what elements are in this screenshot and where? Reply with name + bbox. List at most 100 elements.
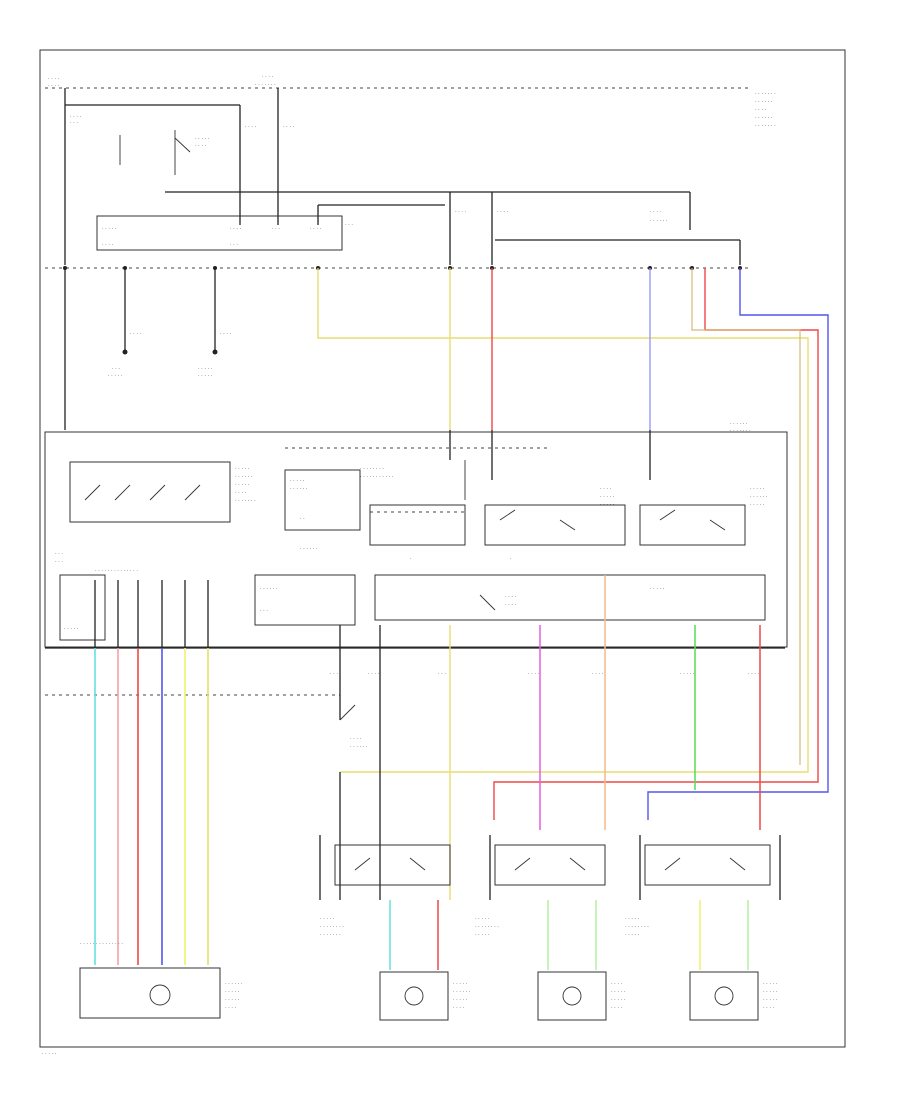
door-motor-wires [389, 900, 749, 970]
svg-text:· · · ·: · · · · [600, 486, 612, 492]
svg-text:· · · ·: · · · · [220, 331, 232, 337]
svg-text:· · · ·: · · · · [528, 671, 540, 677]
svg-text:· · · ·: · · · · [748, 671, 760, 677]
svg-text:· · · ·: · · · · [650, 209, 662, 215]
svg-text:· · · · ·: · · · · · [64, 626, 79, 632]
svg-text:· · · · ·: · · · · · [453, 997, 468, 1003]
svg-text:· · · · · · ·: · · · · · · · [730, 428, 751, 434]
svg-text:· · · · · · ·: · · · · · · · [320, 932, 341, 938]
motor-symbol-icon [149, 984, 171, 1006]
svg-text:· · · · ·: · · · · · [600, 502, 615, 508]
svg-text:· · · · · · ·: · · · · · · · [255, 82, 276, 88]
svg-text:· · · ·: · · · · [48, 76, 60, 82]
svg-text:· · ·: · · · [438, 671, 446, 677]
svg-text:· · · · ·: · · · · · [750, 486, 765, 492]
svg-text:· · · · · ·: · · · · · · [650, 218, 668, 224]
svg-text:· · · ·: · · · · [763, 1005, 775, 1011]
switch-wires: · · · · · · · · · · · · · · · · · · · · … [330, 430, 761, 900]
svg-text:· · · ·: · · · · [70, 114, 82, 120]
svg-text:· · · · ·: · · · · · [625, 916, 640, 922]
svg-text:· · · · ·: · · · · · [600, 494, 615, 500]
svg-text:· · · · · ·: · · · · · · [260, 586, 278, 592]
svg-text:· · · ·: · · · · [505, 602, 517, 608]
svg-text:· · · ·: · · · · [455, 209, 467, 215]
svg-text:· · ·: · · · [70, 120, 78, 126]
svg-text:· ·: · · [300, 516, 305, 522]
svg-text:· · · · · · · ·: · · · · · · · · [475, 924, 499, 930]
svg-text:· · ·: · · · [230, 242, 238, 248]
svg-text:· · · · ·: · · · · · [235, 482, 250, 488]
svg-text:· · · · ·: · · · · · [225, 989, 240, 995]
svg-text:· · · · · ·: · · · · · · [225, 981, 243, 987]
svg-text:· · · ·: · · · · [755, 107, 767, 113]
svg-text:· · · ·: · · · · [453, 1005, 465, 1011]
svg-text:· · · · ·: · · · · · [198, 373, 213, 379]
top-fuse-section: · · · · · · · · · · · · · · · · · · · · … [45, 74, 776, 265]
svg-text:· · ·: · · · [112, 366, 120, 372]
svg-text:· · · ·: · · · · [611, 1005, 623, 1011]
driver-window-motor: · · · · · · · · · · · · · · · · · · · · … [79, 941, 243, 1019]
door-switches: · · · · · · · · · · · · · · · · · · · · … [319, 835, 781, 938]
svg-text:· · · · · · · · · · · · · ·: · · · · · · · · · · · · · · [95, 568, 138, 574]
svg-text:· · · · · · · · · · ·: · · · · · · · · · · · [360, 474, 394, 480]
motor-symbol-icon [714, 986, 734, 1006]
svg-text:· · · · · · · ·: · · · · · · · · [360, 466, 384, 472]
svg-text:· · · · ·: · · · · · [198, 366, 213, 372]
svg-text:· · · · ·: · · · · · [763, 997, 778, 1003]
svg-text:· · · · · ·: · · · · · · [350, 744, 368, 750]
svg-text:· · · ·: · · · · [235, 490, 247, 496]
svg-text:· · ·: · · · [272, 226, 280, 232]
svg-text:· · ·: · · · [55, 559, 63, 565]
svg-text:· · · ·: · · · · [130, 331, 142, 337]
ground-circuits: · · · · · · · · · · · · · · · · · · · · … [64, 268, 232, 430]
svg-text:· · · ·: · · · · [283, 124, 295, 130]
svg-text:· · · · ·: · · · · · [195, 136, 210, 142]
diagram-footer-code: · · · · · [42, 1051, 57, 1057]
svg-text:· · · · ·: · · · · · [108, 373, 123, 379]
svg-text:· · · · · · · ·: · · · · · · · · [625, 924, 649, 930]
svg-text:· · · · ·: · · · · · [235, 466, 250, 472]
svg-text:· · · · · · ·: · · · · · · · [755, 91, 776, 97]
svg-text:· · · · · · ·: · · · · · · · [755, 123, 776, 129]
svg-text:· · · · ·: · · · · · [650, 586, 665, 592]
svg-text:·: · [410, 556, 412, 562]
door-motors: · · · · · · · · · · · · · · · · · · · · … [379, 971, 778, 1021]
svg-text:· · · · · · ·: · · · · · · · [235, 498, 256, 504]
svg-text:· · · · ·: · · · · · [763, 981, 778, 987]
motor-symbol-icon [404, 986, 424, 1006]
svg-text:· · · · ·: · · · · · [625, 932, 640, 938]
svg-text:· · · ·: · · · · [195, 143, 207, 149]
svg-text:· · · · ·: · · · · · [453, 981, 468, 987]
diagram-frame [39, 49, 846, 1048]
svg-text:· · · · ·: · · · · · [320, 916, 335, 922]
svg-text:· · · · · ·: · · · · · · [755, 99, 773, 105]
svg-text:· · · ·: · · · · [48, 83, 60, 89]
svg-text:· · · · ·: · · · · · [611, 997, 626, 1003]
svg-text:· · · · · ·: · · · · · · [453, 989, 471, 995]
svg-text:· · · ·: · · · · [262, 74, 274, 80]
svg-text:· · · · ·: · · · · · [225, 997, 240, 1003]
svg-text:· · · · ·: · · · · · [102, 226, 117, 232]
svg-text:· · · ·: · · · · [497, 209, 509, 215]
svg-text:· · · · ·: · · · · · [290, 478, 305, 484]
svg-text:· · · ·: · · · · [225, 1005, 237, 1011]
driver-motor-wires [94, 648, 209, 965]
svg-text:· · · · · ·: · · · · · · [235, 474, 253, 480]
svg-text:·: · [510, 556, 512, 562]
power-window-master-switch: · · · · · · · · · · · · · · · · · · · · … [44, 421, 788, 648]
motor-symbol-icon [562, 986, 582, 1006]
svg-text:· · ·: · · · [55, 551, 63, 557]
svg-text:· · ·: · · · [330, 671, 338, 677]
svg-text:· · · · · ·: · · · · · · [730, 421, 748, 427]
svg-text:· · · · · · · ·: · · · · · · · · [320, 924, 344, 930]
svg-text:· · · ·: · · · · [245, 124, 257, 130]
svg-text:· · · · · ·: · · · · · · [755, 115, 773, 121]
feed-wires [317, 268, 829, 820]
svg-text:· · · · · ·: · · · · · · [290, 486, 308, 492]
svg-text:· · ·: · · · [260, 608, 268, 614]
svg-text:· · · · ·: · · · · · [750, 502, 765, 508]
svg-text:· · ·: · · · [345, 222, 353, 228]
svg-text:· · · ·: · · · · [310, 226, 322, 232]
svg-text:· · · · · ·: · · · · · · [300, 546, 318, 552]
